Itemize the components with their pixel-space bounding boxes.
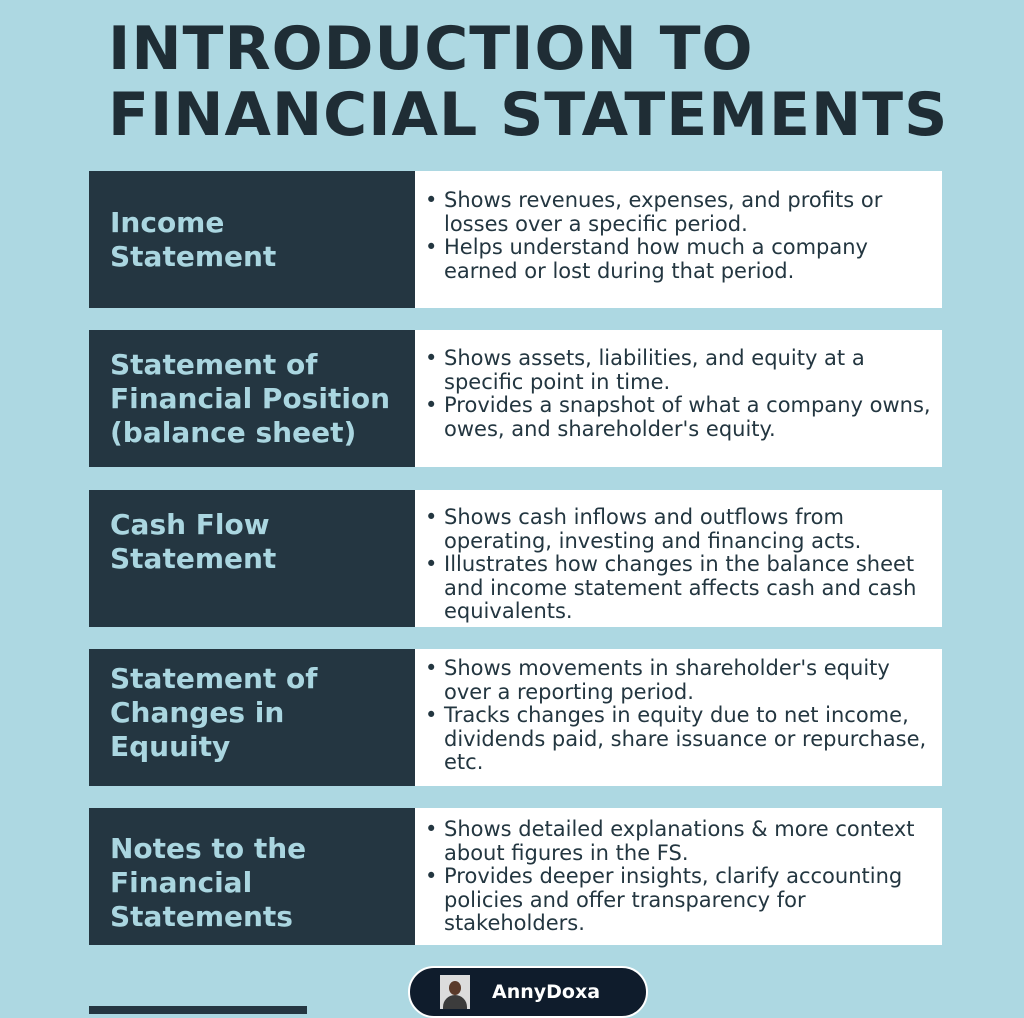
row-label-line: Statement of: [110, 347, 318, 381]
bullet-list: Shows revenues, expenses, and profits or…: [423, 188, 942, 283]
row-cash-flow-statement: Cash Flow Statement Shows cash inflows a…: [89, 490, 942, 627]
row-notes-to-financial-statements: Notes to the Financial Statements Shows …: [89, 808, 942, 945]
bullet-list: Shows detailed explanations & more conte…: [423, 817, 942, 936]
row-label-line: Equuity: [110, 729, 231, 763]
bullet-list: Shows movements in shareholder's equity …: [423, 656, 942, 775]
bullet-item: Provides a snapshot of what a company ow…: [423, 393, 942, 441]
bullet-list: Shows cash inflows and outflows from ope…: [423, 505, 942, 624]
bullet-item: Shows assets, liabilities, and equity at…: [423, 346, 942, 394]
row-content: Shows cash inflows and outflows from ope…: [415, 490, 942, 627]
row-content: Shows revenues, expenses, and profits or…: [415, 171, 942, 308]
author-badge[interactable]: AnnyDoxa: [408, 966, 648, 1018]
bullet-item: Shows detailed explanations & more conte…: [423, 817, 942, 865]
author-name: AnnyDoxa: [492, 981, 601, 1003]
bullet-item: Shows revenues, expenses, and profits or…: [423, 188, 942, 236]
row-label-line: Financial Position: [110, 381, 391, 415]
row-label: Notes to the Financial Statements: [89, 808, 415, 945]
bullet-item: Helps understand how much a company earn…: [423, 235, 942, 283]
bullet-item: Illustrates how changes in the balance s…: [423, 552, 942, 624]
row-label-line: (balance sheet): [110, 415, 357, 449]
row-label-line: Changes in: [110, 695, 285, 729]
row-label-line: Statement of: [110, 661, 318, 695]
row-label-line: Statements: [110, 899, 293, 933]
avatar-photo-icon: [440, 975, 470, 1009]
row-label: Statement of Financial Position (balance…: [89, 330, 415, 467]
row-statement-of-financial-position: Statement of Financial Position (balance…: [89, 330, 942, 467]
row-label-line: Cash Flow: [110, 507, 270, 541]
decorative-bar: [89, 1006, 307, 1014]
bullet-item: Shows movements in shareholder's equity …: [423, 656, 942, 704]
bullet-item: Provides deeper insights, clarify accoun…: [423, 864, 942, 936]
row-content: Shows movements in shareholder's equity …: [415, 649, 942, 786]
row-income-statement: Income Statement Shows revenues, expense…: [89, 171, 942, 308]
page-title: INTRODUCTION TO FINANCIAL STATEMENTS: [108, 16, 948, 148]
row-label-line: Income: [110, 205, 225, 239]
row-content: Shows detailed explanations & more conte…: [415, 808, 942, 945]
title-line-2: FINANCIAL STATEMENTS: [108, 80, 949, 150]
bullet-list: Shows assets, liabilities, and equity at…: [423, 346, 942, 441]
row-label-line: Statement: [110, 239, 277, 273]
title-line-1: INTRODUCTION TO: [108, 14, 754, 84]
row-label-line: Notes to the: [110, 831, 307, 865]
row-label-line: Financial: [110, 865, 253, 899]
row-statement-of-changes-in-equity: Statement of Changes in Equuity Shows mo…: [89, 649, 942, 786]
bullet-item: Tracks changes in equity due to net inco…: [423, 703, 942, 775]
row-label-line: Statement: [110, 541, 277, 575]
row-label: Statement of Changes in Equuity: [89, 649, 415, 786]
row-label: Income Statement: [89, 171, 415, 308]
row-content: Shows assets, liabilities, and equity at…: [415, 330, 942, 467]
row-label: Cash Flow Statement: [89, 490, 415, 627]
bullet-item: Shows cash inflows and outflows from ope…: [423, 505, 942, 553]
